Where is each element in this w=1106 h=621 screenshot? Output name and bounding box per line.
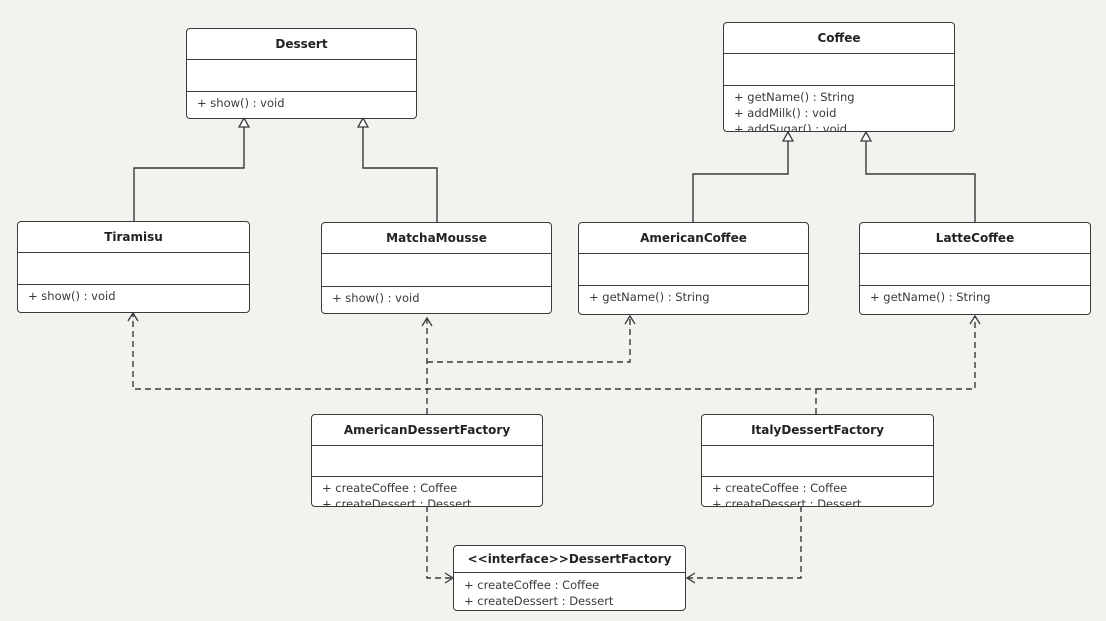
class-name: Dessert [187, 29, 416, 60]
operation: + createCoffee : Coffee [322, 481, 458, 495]
operation: + show() : void [28, 289, 116, 303]
operations-compartment: + getName() : String [860, 286, 1090, 305]
class-matchamousse[interactable]: MatchaMousse + show() : void [321, 222, 552, 314]
class-name: Coffee [724, 23, 954, 54]
operations-compartment: + show() : void [322, 287, 551, 306]
class-dessert[interactable]: Dessert + show() : void [186, 28, 417, 119]
attributes-compartment [860, 254, 1090, 286]
class-lattecoffee[interactable]: LatteCoffee + getName() : String [859, 222, 1091, 315]
class-name: AmericanDessertFactory [312, 415, 542, 446]
generalization-americancoffee-coffee [692, 132, 788, 222]
class-americancoffee[interactable]: AmericanCoffee + getName() : String [578, 222, 809, 315]
realization-italyfactory-interface [685, 506, 802, 584]
class-americandessertfactory[interactable]: AmericanDessertFactory + createCoffee : … [311, 414, 543, 507]
operations-compartment: + show() : void [187, 92, 416, 111]
operations-compartment: + show() : void [18, 285, 249, 304]
operation: + createDessert : Dessert [464, 594, 614, 608]
operation: + getName() : String [589, 290, 710, 304]
class-name: LatteCoffee [860, 223, 1090, 254]
operation: + createCoffee : Coffee [712, 481, 848, 495]
operation: + addMilk() : void [734, 106, 837, 120]
operations-compartment: + createCoffee : Coffee + createDessert … [312, 477, 542, 507]
operations-compartment: + getName() : String [579, 286, 808, 305]
operation: + show() : void [332, 291, 420, 305]
operations-compartment: + createCoffee : Coffee + createDessert … [702, 477, 933, 507]
interface-name: <<interface>>DessertFactory [454, 546, 685, 573]
operation: + createDessert : Dessert [322, 497, 472, 507]
realization-americanfactory-interface [426, 506, 455, 584]
dependency-americanfactory-americancoffee [427, 314, 636, 363]
dependency-italyfactory-lattecoffee [816, 314, 981, 390]
operation: + createDessert : Dessert [712, 497, 862, 507]
attributes-compartment [579, 254, 808, 286]
dependency-italyfactory-tiramisu [127, 311, 817, 414]
attributes-compartment [702, 446, 933, 477]
class-name: Tiramisu [18, 222, 249, 253]
class-italydessertfactory[interactable]: ItalyDessertFactory + createCoffee : Cof… [701, 414, 934, 507]
class-name: ItalyDessertFactory [702, 415, 933, 446]
interface-dessertfactory[interactable]: <<interface>>DessertFactory + createCoff… [453, 545, 686, 611]
operation: + getName() : String [734, 90, 855, 104]
attributes-compartment [18, 253, 249, 285]
class-name: AmericanCoffee [579, 223, 808, 254]
class-coffee[interactable]: Coffee + getName() : String + addMilk() … [723, 22, 955, 132]
operations-compartment: + createCoffee : Coffee + createDessert … [454, 573, 685, 609]
class-tiramisu[interactable]: Tiramisu + show() : void [17, 221, 250, 313]
operation: + addSugar() : void [734, 122, 848, 132]
generalization-tiramisu-dessert [133, 118, 244, 221]
attributes-compartment [187, 60, 416, 92]
attributes-compartment [322, 254, 551, 287]
operation: + show() : void [197, 96, 285, 110]
attributes-compartment [724, 54, 954, 86]
class-name: MatchaMousse [322, 223, 551, 254]
attributes-compartment [312, 446, 542, 477]
operation: + getName() : String [870, 290, 991, 304]
operation: + createCoffee : Coffee [464, 578, 600, 592]
generalization-matchamousse-dessert [363, 118, 438, 222]
generalization-lattecoffee-coffee [866, 132, 976, 222]
operations-compartment: + getName() : String + addMilk() : void … [724, 86, 954, 132]
